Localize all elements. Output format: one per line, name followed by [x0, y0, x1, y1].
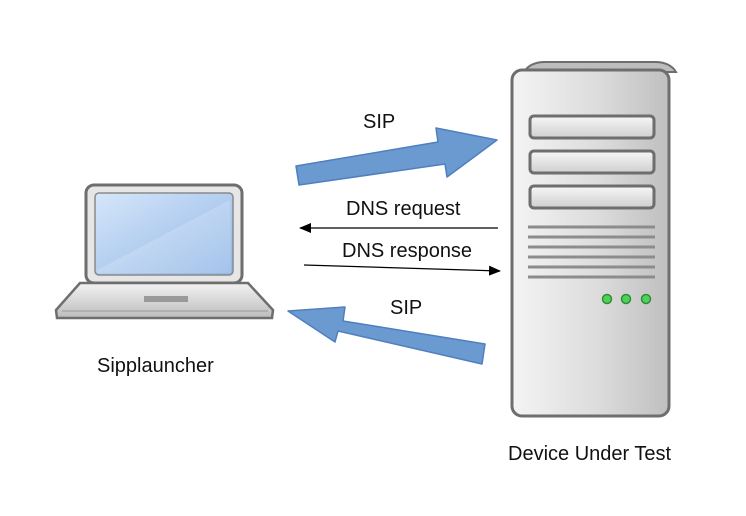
- dns-request-label: DNS request: [346, 198, 461, 220]
- sip-request-arrow: [295, 127, 498, 186]
- client-node-label: Sipplauncher: [97, 355, 214, 377]
- dns-response-label: DNS response: [342, 240, 473, 262]
- server-node-label: Device Under Test: [508, 443, 672, 465]
- sip-request-label: SIP: [363, 111, 396, 133]
- dns-response-arrow: [303, 264, 501, 276]
- server-tower-icon: [510, 61, 678, 418]
- laptop-icon: [54, 183, 275, 320]
- sip-response-label: SIP: [390, 297, 423, 319]
- sip-response-arrow: [287, 306, 486, 365]
